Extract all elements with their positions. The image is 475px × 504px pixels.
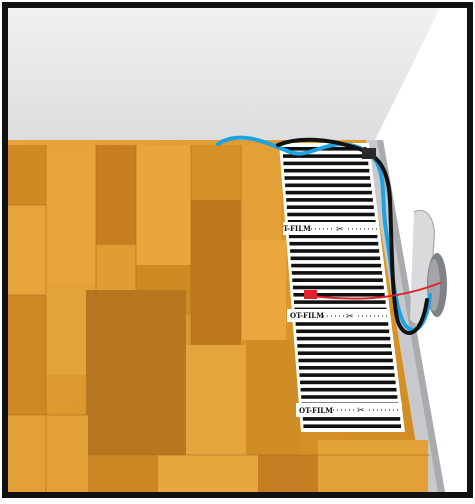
cut-line-2: OT-FILM ✂ bbox=[287, 309, 389, 322]
film-stripe bbox=[283, 162, 368, 166]
film-stripe bbox=[291, 257, 381, 261]
film-stripe bbox=[293, 286, 384, 290]
film-stripe bbox=[303, 417, 400, 421]
back-wall bbox=[8, 8, 440, 140]
film-label-3: OT-FILM bbox=[299, 406, 333, 415]
film-label-2: OT-FILM bbox=[290, 311, 324, 320]
film-stripe bbox=[290, 242, 379, 246]
film-stripe bbox=[287, 205, 374, 209]
film-stripe bbox=[297, 344, 391, 348]
cut-line-3: OT-FILM ✂ bbox=[296, 403, 402, 417]
film-stripe bbox=[286, 198, 373, 202]
film-stripe bbox=[296, 322, 389, 326]
film-stripe bbox=[298, 359, 392, 363]
film-stripe bbox=[303, 424, 401, 428]
scissors-icon: ✂ bbox=[336, 225, 344, 235]
film-stripe bbox=[300, 373, 395, 377]
film-stripe bbox=[285, 176, 371, 180]
film-stripe bbox=[284, 169, 369, 173]
film-stripe bbox=[298, 351, 392, 355]
film-stripe bbox=[292, 278, 383, 282]
film-stripe bbox=[286, 191, 372, 195]
film-stripe bbox=[296, 330, 389, 334]
film-stripe bbox=[290, 249, 379, 253]
film-stripe bbox=[289, 235, 377, 239]
scissors-icon: ✂ bbox=[357, 406, 365, 416]
film-label-1: T-FILM bbox=[283, 224, 311, 233]
film-stripe bbox=[301, 388, 397, 392]
film-stripe bbox=[301, 395, 397, 399]
film-stripe bbox=[300, 381, 396, 385]
film-stripe bbox=[291, 264, 381, 268]
film-stripe bbox=[297, 337, 390, 341]
film-stripe bbox=[287, 213, 374, 217]
red-connector bbox=[304, 290, 317, 299]
scissors-icon: ✂ bbox=[346, 312, 354, 322]
film-stripe bbox=[294, 300, 386, 304]
cut-line-1: T-FILM ✂ bbox=[283, 222, 377, 235]
film-stripe bbox=[285, 184, 371, 188]
film-stripe bbox=[299, 366, 394, 370]
film-connector bbox=[362, 148, 376, 159]
film-stripe bbox=[292, 271, 382, 275]
